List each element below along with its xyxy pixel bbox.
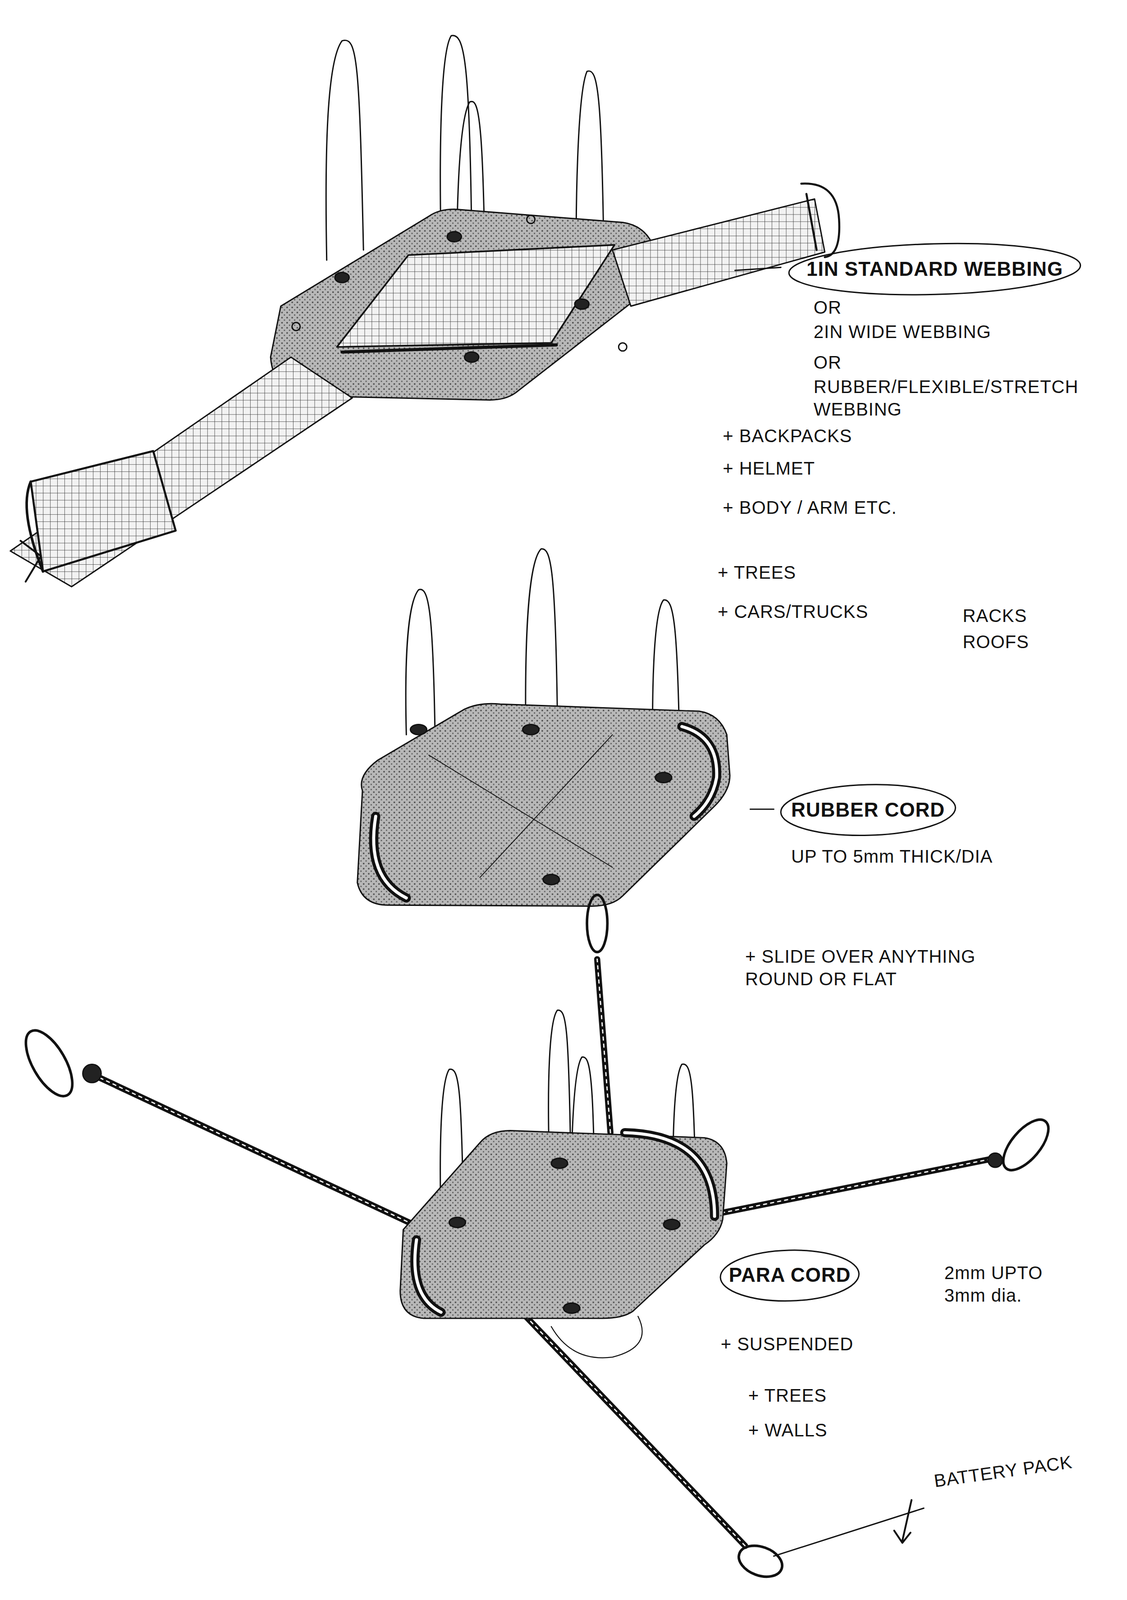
annotation-note: + WALLS (748, 1419, 828, 1442)
annotation-note: + SLIDE OVER ANYTHING ROUND OR FLAT (745, 945, 1042, 991)
annotation-note: ROOFS (962, 630, 1029, 654)
webbing-mount (10, 35, 840, 587)
rubber-cord-mount (357, 549, 730, 907)
paracord-mount (16, 895, 1057, 1583)
circled-note: PARA CORD (718, 1248, 861, 1303)
note-text: 1IN STANDARD WEBBING (806, 257, 1063, 282)
annotation-note: OR (813, 296, 842, 319)
annotation-note: 2mm UPTO 3mm dia. (944, 1261, 1068, 1307)
circled-note: RUBBER CORD (778, 783, 958, 838)
note-text: PARA CORD (728, 1263, 852, 1288)
annotation-note: + BACKPACKS (722, 424, 853, 448)
annotation-note: + BODY / ARM ETC. (722, 496, 897, 519)
annotation-note: OR (813, 351, 842, 374)
annotation-note: 2IN WIDE WEBBING (813, 320, 992, 344)
annotation-note: RUBBER/FLEXIBLE/STRETCH WEBBING (813, 375, 1120, 421)
annotation-note: + SUSPENDED (720, 1333, 854, 1356)
annotation-note: + TREES (748, 1384, 827, 1407)
annotation-note: + CARS/TRUCKS (717, 600, 869, 624)
annotation-note: + TREES (717, 561, 797, 584)
annotation-note: UP TO 5mm THICK/DIA (791, 845, 993, 868)
annotation-note: BATTERY PACK (932, 1450, 1074, 1493)
note-text: RUBBER CORD (791, 798, 945, 823)
annotation-note: + HELMET (722, 457, 816, 480)
leader-line (734, 267, 781, 271)
arrow-mark (894, 1500, 912, 1544)
circled-note: 1IN STANDARD WEBBING (787, 242, 1083, 297)
leader-line (773, 1508, 924, 1557)
leader-line (750, 808, 774, 811)
annotation-note: RACKS (962, 604, 1027, 628)
